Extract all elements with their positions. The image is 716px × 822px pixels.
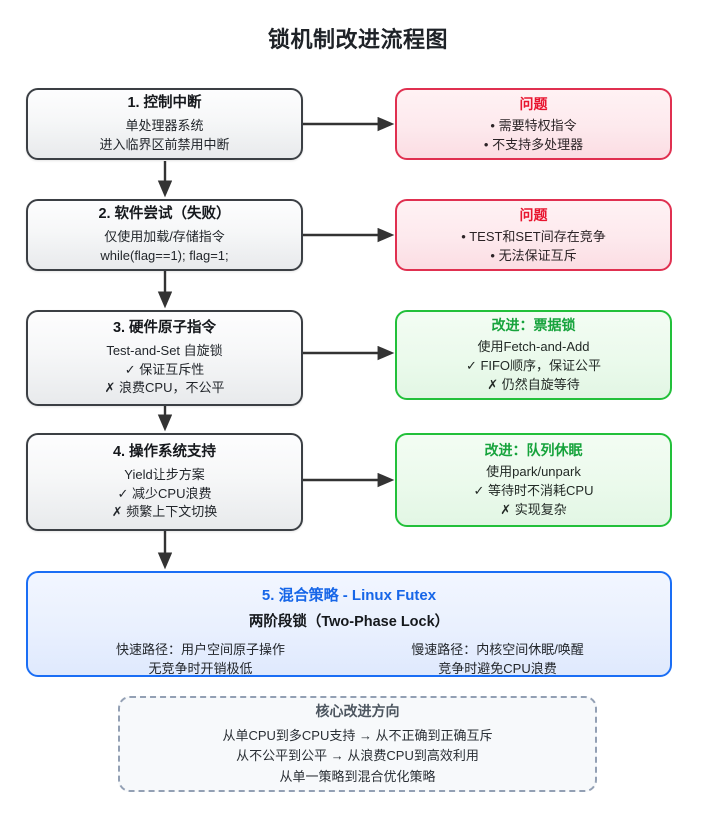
summary-line: 从单一策略到混合优化策略 xyxy=(279,768,436,784)
stage-line: ✗ 浪费CPU，不公平 xyxy=(104,380,225,396)
problem-line: • 不支持多处理器 xyxy=(483,136,584,152)
improvement-title: 改进：队列休眠 xyxy=(484,442,583,459)
stage-line: ✓ 保证互斥性 xyxy=(124,361,205,377)
stage-box-2[interactable]: 2. 软件尝试（失败） 仅使用加载/存储指令 while(flag==1); f… xyxy=(26,199,303,271)
stage-box-1[interactable]: 1. 控制中断 单处理器系统 进入临界区前禁用中断 xyxy=(26,88,303,160)
improvement-box-2[interactable]: 改进：队列休眠 使用park/unpark ✓ 等待时不消耗CPU ✗ 实现复杂 xyxy=(395,433,672,527)
improvement-title: 改进：票据锁 xyxy=(491,317,576,334)
improvement-line: ✓ 等待时不消耗CPU xyxy=(473,483,594,499)
futex-title-prefix: 5. 混合策略 xyxy=(261,587,339,604)
stage-line: ✗ 频繁上下文切换 xyxy=(111,504,218,520)
futex-fast-path-line: 快速路径：用户空间原子操作 xyxy=(115,641,285,657)
problem-title: 问题 xyxy=(519,95,548,112)
futex-paths: 快速路径：用户空间原子操作 无竞争时开销极低 慢速路径：内核空间休眠/唤醒 竞争… xyxy=(28,640,670,679)
stage-title: 3. 硬件原子指令 xyxy=(112,319,217,336)
futex-fast-path-line: 无竞争时开销极低 xyxy=(148,661,253,677)
futex-subtitle: 两阶段锁（Two-Phase Lock） xyxy=(248,613,450,630)
stage-line: Yield让步方案 xyxy=(124,466,205,482)
problem-box-2[interactable]: 问题 • TEST和SET间存在竞争 • 无法保证互斥 xyxy=(395,199,672,271)
stage-title: 2. 软件尝试（失败） xyxy=(98,206,231,223)
problem-title: 问题 xyxy=(519,206,548,223)
improvement-line: 使用Fetch-and-Add xyxy=(477,339,590,355)
stage-line: Test-and-Set 自旋锁 xyxy=(106,342,223,358)
page-title: 锁机制改进流程图 xyxy=(267,27,448,52)
problem-box-1[interactable]: 问题 • 需要特权指令 • 不支持多处理器 xyxy=(395,88,672,160)
stage-line: 单处理器系统 xyxy=(125,118,204,134)
futex-slow-path-line: 竞争时避免CPU浪费 xyxy=(438,661,557,677)
problem-line: • 需要特权指令 xyxy=(490,117,577,133)
summary-title: 核心改进方向 xyxy=(315,703,400,720)
summary-line: 从单CPU到多CPU支持 → 从不正确到正确互斥 xyxy=(222,728,493,744)
stage-line: while(flag==1); flag=1; xyxy=(100,248,229,263)
stage-line: ✓ 减少CPU浪费 xyxy=(117,485,212,501)
improvement-box-1[interactable]: 改进：票据锁 使用Fetch-and-Add ✓ FIFO顺序，保证公平 ✗ 仍… xyxy=(395,310,672,400)
futex-slow-path: 慢速路径：内核空间休眠/唤醒 竞争时避免CPU浪费 xyxy=(371,640,624,679)
stage-title: 4. 操作系统支持 xyxy=(112,443,217,460)
summary-box: 核心改进方向 从单CPU到多CPU支持 → 从不正确到正确互斥 从不公平到公平 … xyxy=(118,696,597,792)
futex-title: 5. 混合策略 - Linux Futex xyxy=(262,585,436,607)
stage-box-3[interactable]: 3. 硬件原子指令 Test-and-Set 自旋锁 ✓ 保证互斥性 ✗ 浪费C… xyxy=(26,310,303,406)
problem-line: • TEST和SET间存在竞争 xyxy=(461,228,606,244)
stage-box-4[interactable]: 4. 操作系统支持 Yield让步方案 ✓ 减少CPU浪费 ✗ 频繁上下文切换 xyxy=(26,433,303,531)
summary-line: 从不公平到公平 → 从浪费CPU到高效利用 xyxy=(236,748,479,764)
improvement-line: ✓ FIFO顺序，保证公平 xyxy=(465,358,602,374)
problem-line: • 无法保证互斥 xyxy=(490,247,577,263)
futex-box[interactable]: 5. 混合策略 - Linux Futex 两阶段锁（Two-Phase Loc… xyxy=(26,571,672,677)
improvement-line: ✗ 仍然自旋等待 xyxy=(487,377,580,393)
improvement-line: ✗ 实现复杂 xyxy=(500,502,567,518)
futex-fast-path: 快速路径：用户空间原子操作 无竞争时开销极低 xyxy=(74,640,327,679)
futex-slow-path-line: 慢速路径：内核空间休眠/唤醒 xyxy=(411,641,584,657)
stage-title: 1. 控制中断 xyxy=(127,95,202,112)
stage-line: 仅使用加载/存储指令 xyxy=(104,229,225,245)
improvement-line: 使用park/unpark xyxy=(486,464,581,480)
futex-title-suffix: - Linux Futex xyxy=(338,587,437,604)
stage-line: 进入临界区前禁用中断 xyxy=(99,137,230,152)
